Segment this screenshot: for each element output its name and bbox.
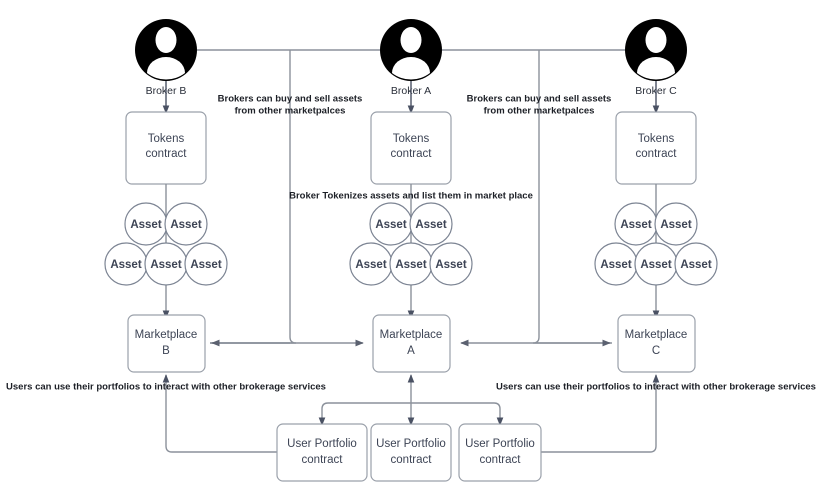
user-portfolio-1-line2: contract — [302, 454, 344, 466]
user-portfolio-1-box — [276, 423, 368, 482]
asset-label: Asset — [355, 259, 386, 271]
annotation-line2: from other marketpalces — [484, 106, 595, 117]
asset-label: Asset — [620, 219, 651, 231]
asset-label: Asset — [680, 259, 711, 271]
annotation-brokers-right: Brokers can buy and sell assets from oth… — [467, 94, 612, 117]
user-portfolio-2-node[interactable]: User Portfolio contract — [370, 423, 452, 482]
annotation-brokers-left: Brokers can buy and sell assets from oth… — [218, 94, 363, 117]
annotation-tokenize: Broker Tokenizes assets and list them in… — [289, 191, 533, 202]
avatar-shoulders-icon — [637, 57, 675, 80]
broker-b-node[interactable]: Broker B — [135, 19, 197, 114]
annotation-users-left: Users can use their portfolios to intera… — [6, 382, 326, 393]
annotation-line1: Brokers can buy and sell assets — [467, 94, 612, 105]
user-portfolio-2-line1: User Portfolio — [376, 438, 446, 450]
marketplace-a-box — [372, 314, 451, 373]
asset-label: Asset — [415, 219, 446, 231]
annotation-line1: Broker Tokenizes assets and list them in… — [289, 191, 533, 202]
avatar-shoulders-icon — [392, 57, 430, 80]
broker-bus-connectors — [197, 49, 625, 347]
asset-label: Asset — [640, 259, 671, 271]
marketplace-a-line2: A — [407, 345, 415, 357]
tokens-contract-b-line1: Tokens — [148, 133, 185, 145]
asset-cluster-a: Asset Asset Asset Asset Asset — [349, 202, 473, 286]
edge-hub-to-portfolio-1 — [318, 402, 411, 426]
marketplace-b-node[interactable]: Marketplace B — [127, 314, 206, 373]
portfolio-connectors — [162, 374, 660, 453]
user-portfolio-3-box — [458, 423, 542, 482]
asset-label: Asset — [660, 219, 691, 231]
user-portfolio-1-line1: User Portfolio — [287, 438, 357, 450]
marketplace-b-box — [127, 314, 206, 373]
user-portfolio-1-node[interactable]: User Portfolio contract — [276, 423, 368, 482]
annotation-line1: Brokers can buy and sell assets — [218, 94, 363, 105]
asset-circle[interactable] — [674, 242, 718, 286]
tokens-contract-a-line2: contract — [391, 148, 433, 160]
asset-label: Asset — [435, 259, 466, 271]
asset-label: Asset — [130, 219, 161, 231]
edge-portfolio-1-to-marketplace-b — [162, 374, 284, 453]
tokens-contract-c-line1: Tokens — [638, 133, 675, 145]
asset-label: Asset — [110, 259, 141, 271]
asset-label: Asset — [600, 259, 631, 271]
user-portfolio-2-box — [370, 423, 452, 482]
tokens-contract-b-node[interactable]: Tokens contract — [125, 111, 207, 185]
asset-label: Asset — [395, 259, 426, 271]
user-portfolio-3-line2: contract — [480, 454, 522, 466]
tokens-contract-a-node[interactable]: Tokens contract — [370, 111, 452, 185]
asset-circle[interactable] — [429, 242, 473, 286]
annotation-users-right: Users can use their portfolios to intera… — [496, 382, 816, 393]
marketplace-a-line1: Marketplace — [380, 329, 443, 341]
asset-label: Asset — [375, 219, 406, 231]
asset-label: Asset — [170, 219, 201, 231]
asset-cluster-c: Asset Asset Asset Asset Asset — [594, 202, 718, 286]
asset-cluster-b: Asset Asset Asset Asset Asset — [104, 202, 228, 286]
asset-circle[interactable] — [184, 242, 228, 286]
broker-c-node[interactable]: Broker C — [625, 19, 687, 114]
marketplace-b-line1: Marketplace — [135, 329, 198, 341]
avatar-head-icon — [155, 27, 177, 53]
marketplace-c-line2: C — [652, 345, 660, 357]
tokens-contract-c-node[interactable]: Tokens contract — [615, 111, 697, 185]
edge-portfolio-3-to-marketplace-c — [538, 374, 660, 453]
marketplace-c-line1: Marketplace — [625, 329, 688, 341]
user-portfolio-3-line1: User Portfolio — [465, 438, 535, 450]
edge-hub-to-portfolio-3 — [411, 402, 504, 426]
tokens-contract-b-line2: contract — [146, 148, 188, 160]
annotation-line1: Users can use their portfolios to intera… — [6, 382, 326, 393]
user-portfolio-3-node[interactable]: User Portfolio contract — [458, 423, 542, 482]
annotation-line1: Users can use their portfolios to intera… — [496, 382, 816, 393]
marketplace-b-line2: B — [162, 345, 170, 357]
annotation-line2: from other marketpalces — [235, 106, 346, 117]
marketplace-c-node[interactable]: Marketplace C — [617, 314, 696, 373]
tokens-contract-a-line1: Tokens — [393, 133, 430, 145]
asset-circle[interactable] — [164, 202, 208, 246]
avatar-head-icon — [400, 27, 422, 53]
asset-label: Asset — [150, 259, 181, 271]
user-portfolio-2-line2: contract — [391, 454, 433, 466]
asset-label: Asset — [190, 259, 221, 271]
avatar-head-icon — [645, 27, 667, 53]
marketplace-c-box — [617, 314, 696, 373]
asset-circle[interactable] — [409, 202, 453, 246]
avatar-shoulders-icon — [147, 57, 185, 80]
marketplace-a-node[interactable]: Marketplace A — [372, 314, 451, 373]
asset-circle[interactable] — [654, 202, 698, 246]
tokens-contract-c-line2: contract — [636, 148, 678, 160]
broker-a-node[interactable]: Broker A — [380, 19, 442, 114]
